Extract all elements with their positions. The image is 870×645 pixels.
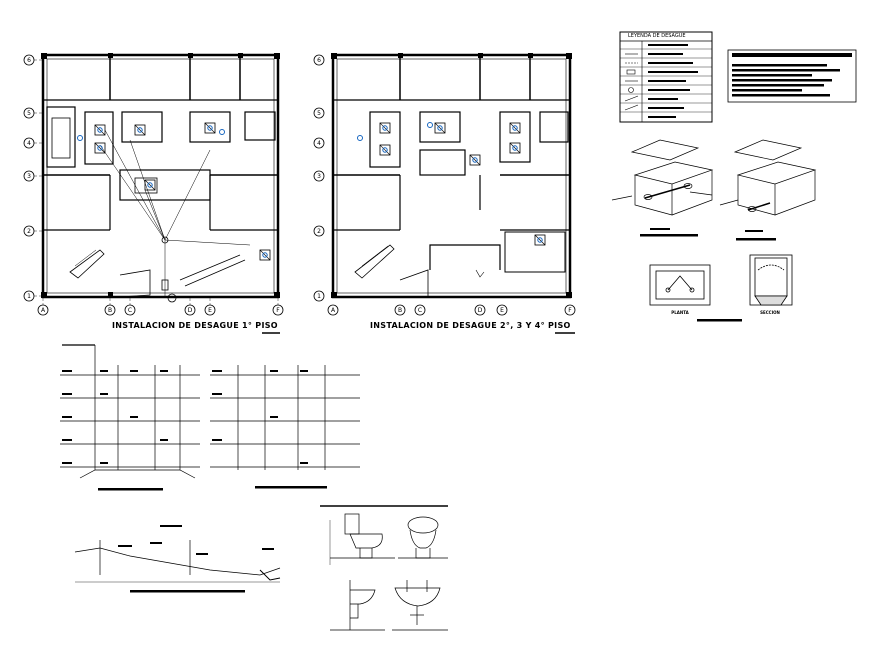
detail-title-bar [697,319,742,322]
axis-label-col: C [128,307,132,314]
section-view-caption: SECCION [760,310,780,315]
registry-plan-view [649,264,711,306]
axis-label-col: D [188,307,193,314]
riser-diagram-right [210,365,360,470]
axis-label-col: C [418,307,422,314]
toilet-detail-front [329,513,395,565]
plan-2-axis-labels: A B C D E F 6 5 4 3 2 1 [317,57,572,314]
axis-label-row: 3 [317,173,321,180]
sink-detail-side [330,580,385,631]
axis-label-row: 6 [27,57,31,64]
floor-plan-2 [313,53,576,316]
axis-label-col: D [478,307,483,314]
axis-label-row: 4 [317,140,321,147]
axis-label-row: 6 [317,57,321,64]
riser-diagram-right-labels [212,370,327,489]
axis-label-col: A [41,307,46,314]
axis-label-row: 1 [317,293,321,300]
drain-profile [74,540,281,583]
plan-1-title: INSTALACION DE DESAGUE 1° PISO [112,321,278,330]
axis-label-col: F [276,307,280,314]
axis-label-col: E [208,307,212,314]
registry-section-view [749,254,793,306]
registry-box-isometric-right [719,139,817,216]
axis-label-col: B [108,307,112,314]
axis-label-row: 3 [27,173,31,180]
riser-diagram-left [60,344,200,479]
axis-label-col: B [398,307,402,314]
registry-captions-bars [640,228,776,241]
axis-label-row: 2 [27,228,31,235]
plan-view-caption: PLANTA [671,310,689,315]
notes-box [727,49,857,103]
floor-plan-1 [23,53,284,316]
drain-profile-labels [118,525,274,593]
axis-label-row: 4 [27,140,31,147]
toilet-detail-side [398,516,448,559]
plan-2-title: INSTALACION DE DESAGUE 2°, 3 Y 4° PISO [370,321,571,330]
plan-1-axis-labels: A B C D E F 6 5 4 3 2 1 [27,57,280,314]
registry-box-isometric-left [611,139,714,216]
axis-label-row: 1 [27,293,31,300]
axis-label-row: 5 [317,110,321,117]
sink-detail-front [392,580,448,631]
axis-label-col: F [568,307,572,314]
axis-label-col: A [331,307,336,314]
axis-label-row: 2 [317,228,321,235]
legend-title: LEYENDA DE DESAGUE [628,33,686,39]
axis-label-row: 5 [27,110,31,117]
legend-table [619,31,713,123]
riser-diagram-left-labels [62,370,168,491]
axis-label-col: E [500,307,504,314]
